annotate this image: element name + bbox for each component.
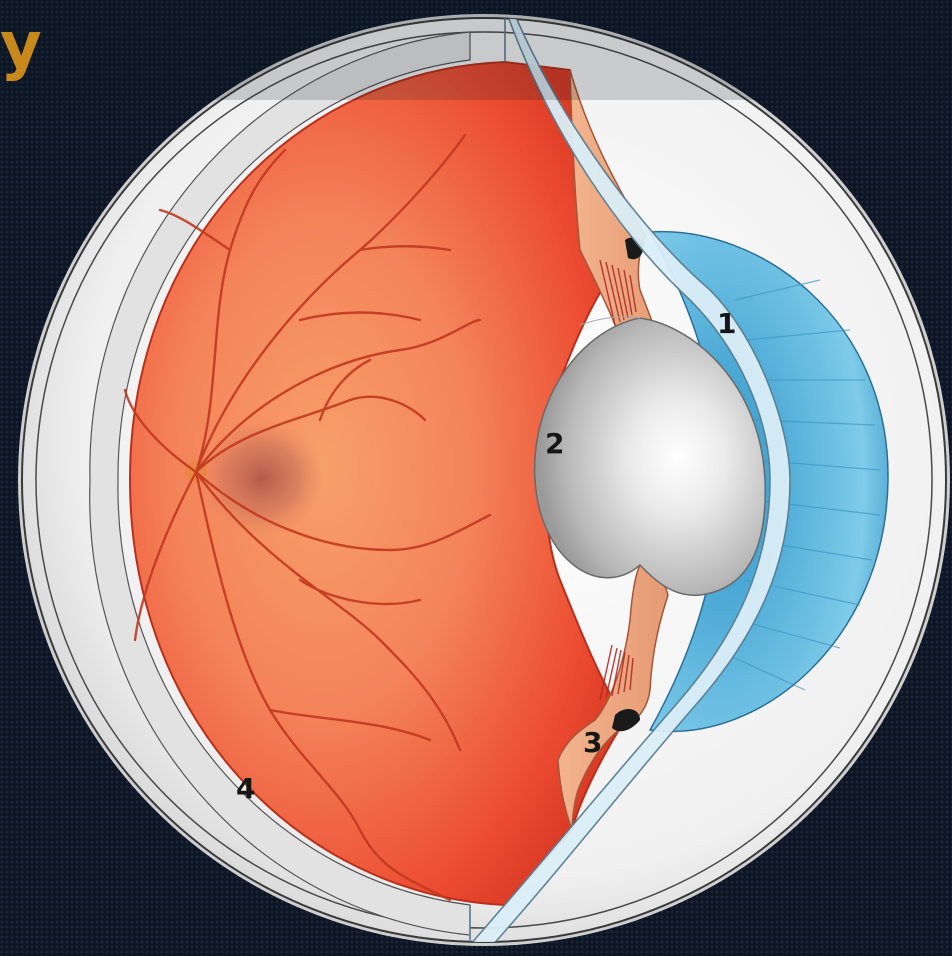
label-1: 1 <box>717 307 736 340</box>
top-shade-band <box>0 0 952 100</box>
label-4: 4 <box>236 772 255 805</box>
label-3: 3 <box>583 726 602 759</box>
label-2: 2 <box>545 427 564 460</box>
